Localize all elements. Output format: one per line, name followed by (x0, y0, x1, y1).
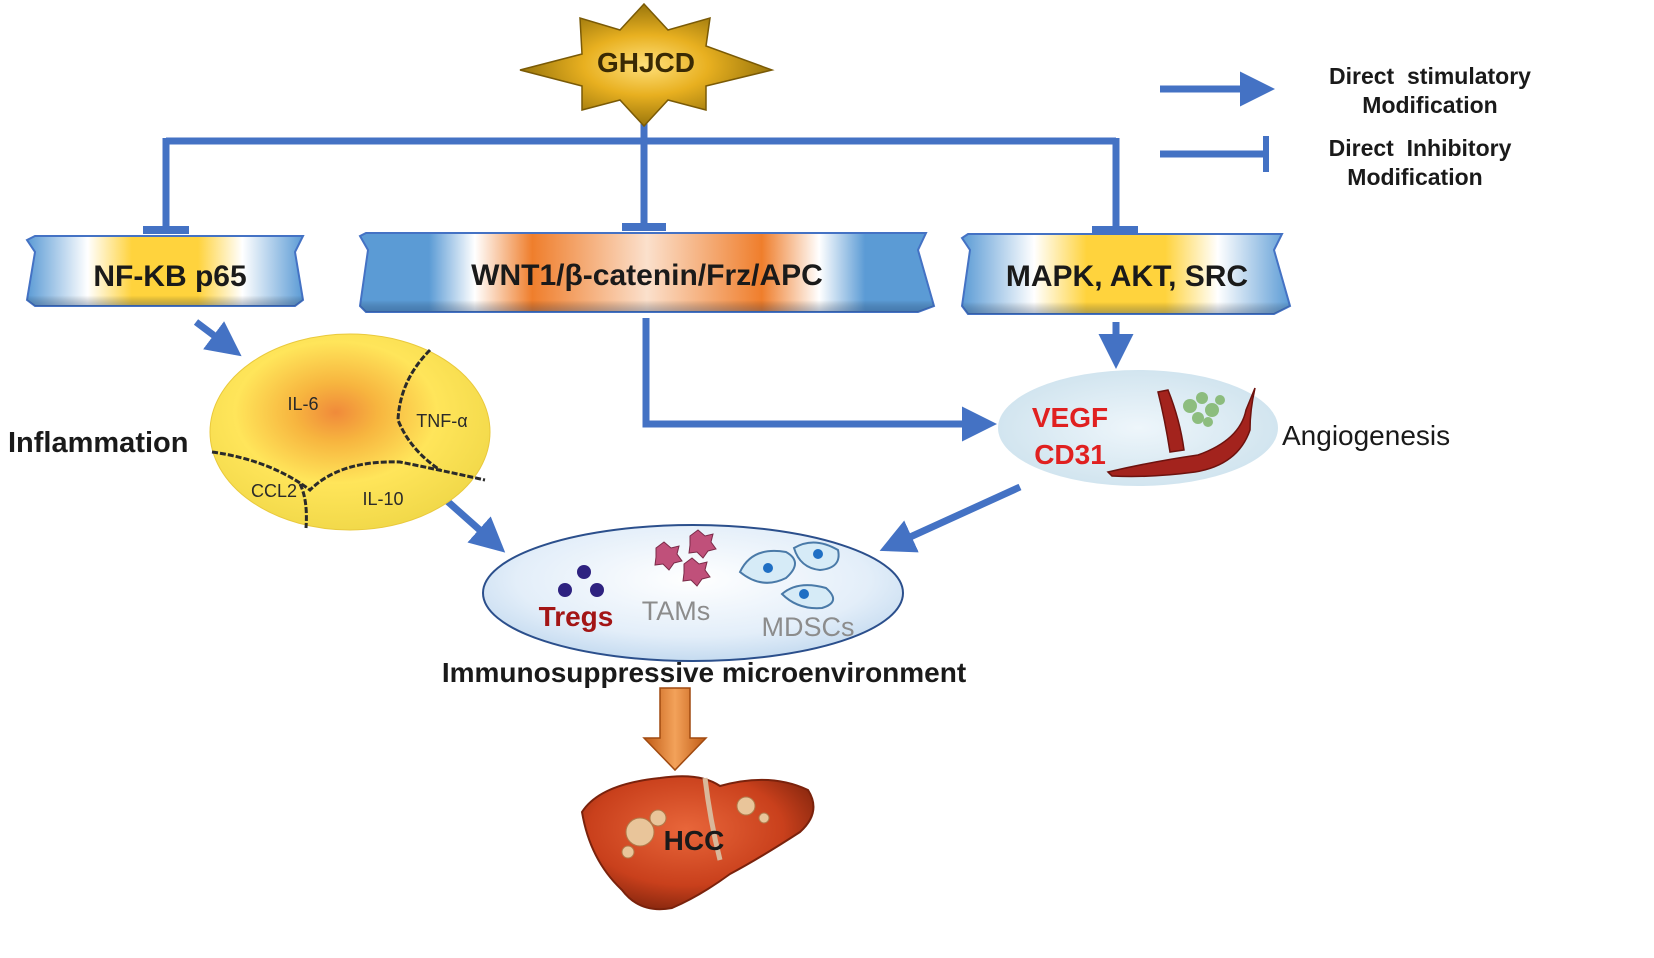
arrow-wnt-to-angiogenesis (642, 318, 997, 442)
arrow-angiogenesis-to-immune (879, 483, 1022, 553)
mdscs-label: MDSCs (762, 612, 855, 642)
vessel-sprout-icon (1183, 392, 1225, 427)
tregs-cells-icon (558, 565, 604, 597)
inflammation-ellipse (209, 333, 491, 531)
immune-label: Immunosuppressive microenvironment (442, 657, 966, 688)
ghjcd-label: GHJCD (597, 47, 695, 78)
arrow-nfkb-to-inflammation (193, 319, 242, 357)
cytokine-ccl2: CCL2 (251, 481, 297, 501)
hcc-arrow (642, 687, 708, 772)
tams-cells-icon (654, 529, 717, 587)
pathway-box-mapk: MAPK, AKT, SRC (960, 233, 1292, 315)
legend-stimulatory: Direct stimulatory Modification (1160, 63, 1531, 118)
angiogenesis-label: Angiogenesis (1282, 420, 1450, 451)
inhibitory-label-2: Modification (1347, 164, 1482, 190)
legend-inhibitory: Direct Inhibitory Modification (1160, 135, 1512, 190)
star-shape (519, 2, 775, 128)
immune-node: Tregs TAMs MDSCs (482, 524, 904, 662)
pathway-box-nfkb: NF-KB p65 (25, 235, 305, 307)
angiogenesis-node: VEGF CD31 (998, 370, 1278, 486)
cd31-label: CD31 (1034, 439, 1106, 470)
liver-hcc-node: HCC (580, 775, 815, 911)
inflammation-node: IL-6 TNF-α CCL2 IL-10 (209, 333, 491, 531)
cell-boundaries (211, 348, 486, 529)
tumor-nodules (621, 796, 770, 859)
cytokine-il10: IL-10 (362, 489, 403, 509)
wnt-label: WNT1/β-catenin/Frz/APC (471, 259, 823, 292)
cytokine-il6: IL-6 (287, 394, 318, 414)
tregs-label: Tregs (539, 601, 614, 632)
blood-vessel-shape (1106, 387, 1256, 478)
liver-ligament (702, 777, 723, 861)
legend: Direct stimulatory Modification Direct I… (1160, 63, 1531, 190)
immune-ellipse (482, 524, 904, 662)
mapk-label: MAPK, AKT, SRC (1006, 260, 1248, 293)
stimulatory-label-2: Modification (1362, 92, 1497, 118)
nfkb-label: NF-KB p65 (93, 260, 246, 293)
arrow-inflammation-to-immune (443, 497, 506, 553)
stimulatory-label-1: Direct stimulatory (1329, 63, 1531, 89)
inhibition-connectors (143, 118, 1138, 234)
inhibitory-label-1: Direct Inhibitory (1329, 135, 1512, 161)
pathway-box-wnt: WNT1/β-catenin/Frz/APC (358, 232, 936, 313)
vegf-label: VEGF (1032, 402, 1108, 433)
mdscs-cells-icon (738, 541, 840, 610)
liver-shape (580, 775, 815, 911)
hcc-label: HCC (664, 825, 725, 856)
inflammation-label: Inflammation (8, 427, 188, 459)
ghjcd-node: GHJCD (519, 2, 775, 128)
stimulatory-arrows (193, 318, 1134, 553)
cytokine-tnf: TNF-α (416, 411, 467, 431)
tams-label: TAMs (642, 596, 711, 626)
